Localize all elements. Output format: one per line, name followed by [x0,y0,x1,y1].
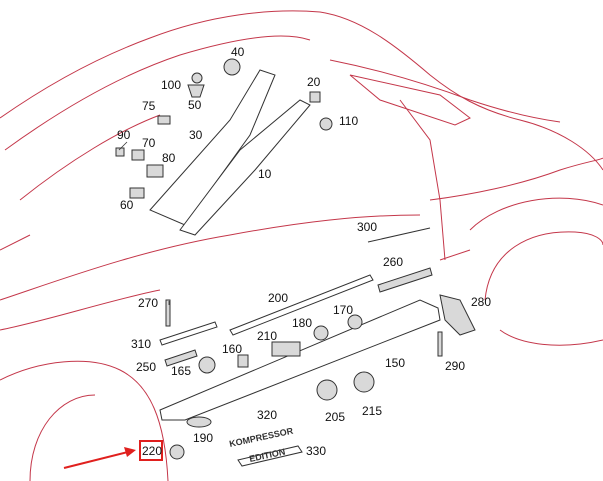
part-labels: 40 100 50 75 30 20 110 90 70 80 10 60 30… [117,45,491,458]
label-40: 40 [231,45,245,59]
highlight-box [139,440,163,461]
part-70 [131,149,145,161]
edition-badge: EDITION [237,445,303,467]
label-90: 90 [117,128,131,142]
part-180 [313,325,329,341]
part-170 [347,314,363,330]
arrow-head [124,447,136,457]
label-210: 210 [257,329,277,343]
parts-group: KOMPRESSOR EDITION [115,58,476,467]
label-80: 80 [162,151,176,165]
a-pillar-cover [179,99,311,236]
label-260: 260 [383,255,403,269]
part-75 [157,115,171,125]
label-310: 310 [131,337,151,351]
label-165: 165 [171,364,191,378]
part-150 [159,299,441,421]
car-outline [0,10,603,481]
label-270: 270 [138,296,158,310]
part-250 [164,349,198,367]
label-10: 10 [258,167,272,181]
part-100 [191,72,203,84]
edition-badge-plate [237,445,303,467]
label-300: 300 [357,220,377,234]
label-30: 30 [189,128,203,142]
part-80 [146,164,164,178]
part-215 [353,371,375,393]
part-220 [169,444,185,460]
part-60 [129,187,145,199]
label-280: 280 [471,295,491,309]
label-150: 150 [385,356,405,370]
part-260 [377,267,433,293]
kompressor-badge-text: KOMPRESSOR [228,426,294,449]
label-180: 180 [292,316,312,330]
part-270 [165,299,171,327]
label-215: 215 [362,404,382,418]
label-170: 170 [333,303,353,317]
edition-badge-text: EDITION [248,447,286,464]
label-200: 200 [268,291,288,305]
label-110: 110 [339,114,358,128]
highlight-arrow [63,451,129,469]
label-250: 250 [136,360,156,374]
part-310 [159,321,218,346]
label-205: 205 [325,410,345,424]
part-290 [437,331,443,357]
part-50 [187,84,205,98]
part-205 [316,379,338,401]
label-320: 320 [257,408,277,422]
label-290: 290 [445,359,465,373]
leader-lines [118,141,170,305]
part-40 [223,58,241,76]
label-50: 50 [188,98,202,112]
label-20: 20 [307,75,321,89]
part-190 [186,416,212,428]
part-300 [367,227,431,243]
label-70: 70 [142,136,156,150]
part-110 [319,117,333,131]
label-220: 220 [142,444,162,458]
part-90 [115,147,125,157]
part-210 [271,341,301,357]
label-190: 190 [193,431,213,445]
part-20 [309,91,321,103]
label-330: 330 [306,444,326,458]
part-165 [198,356,216,374]
label-160: 160 [222,342,242,356]
label-60: 60 [120,198,134,212]
kompressor-badge: KOMPRESSOR [228,426,294,449]
highlight-marker [63,440,163,469]
part-280 [439,294,476,336]
part-160 [237,354,249,368]
part-200 [229,274,374,336]
label-75: 75 [142,99,156,113]
label-100: 100 [161,78,181,92]
